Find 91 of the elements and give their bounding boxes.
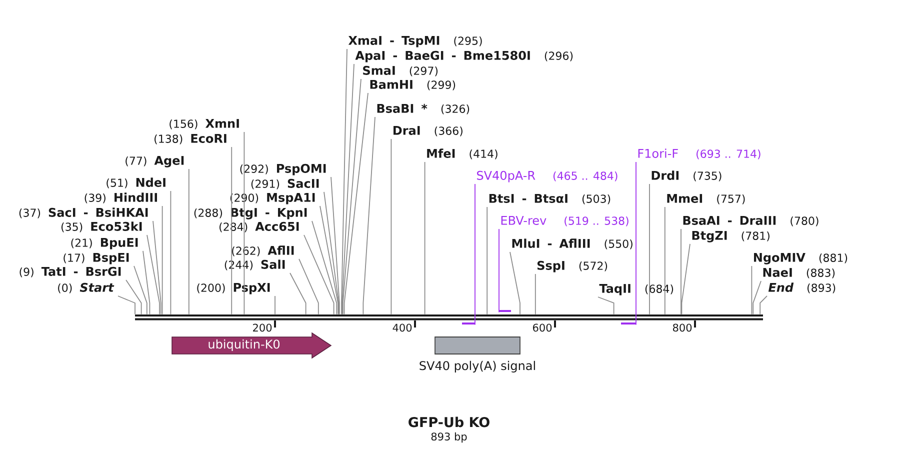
tick-label: 600 — [533, 324, 552, 332]
site-label: DrdI (735) — [652, 170, 722, 182]
leader-line — [274, 296, 276, 315]
leader-line — [312, 220, 338, 315]
leader-line — [664, 206, 666, 315]
site-label: (39) HindIII — [84, 192, 157, 204]
site-label: (156) XmnI — [170, 119, 239, 130]
leader-line — [362, 116, 376, 315]
site-label: MfeI (414) — [427, 148, 498, 160]
leader-line — [510, 252, 520, 315]
leader-line — [298, 258, 319, 315]
site-label: BtgZI (781) — [692, 231, 770, 242]
site-label: DraI (366) — [394, 126, 462, 136]
site-label: (290) MspA1I — [230, 193, 315, 204]
caption: 893 bp — [431, 432, 467, 443]
site-label: NaeI (883) — [763, 268, 835, 278]
feature-label: SV40 poly(A) signal — [420, 360, 535, 372]
site-label: (51) NdeI — [106, 178, 166, 188]
leader-line — [152, 220, 162, 315]
tick-label: 200 — [253, 324, 272, 332]
site-label: BamHI (299) — [370, 80, 456, 90]
site-label: (262) AflII — [232, 246, 294, 256]
site-label: (138) EcoRI — [154, 134, 226, 144]
leader-line — [681, 244, 690, 315]
site-label: BtsI - BtsαI (503) — [489, 194, 610, 204]
leader-line — [188, 168, 190, 315]
leader-line — [390, 138, 392, 315]
primer-label: EBV-rev (519 .. 538) — [501, 216, 628, 226]
site-label: SmaI (297) — [363, 66, 438, 76]
leader-line — [751, 266, 752, 315]
site-label: (37) SacI - BsiHKAI — [19, 208, 148, 218]
site-label: TaqII (684) — [599, 284, 674, 296]
leader-line — [324, 192, 340, 315]
feature-box — [434, 336, 520, 354]
site-label: (292) PspOMI — [240, 164, 326, 176]
leader-line — [134, 266, 148, 315]
leader-line — [498, 228, 500, 313]
site-label: (244) SalI — [224, 260, 285, 270]
site-label: SspI (572) — [537, 260, 608, 272]
site-label: (77) AgeI — [126, 156, 184, 168]
end-label: End (893) — [768, 282, 836, 294]
tick-label: 400 — [392, 324, 412, 332]
leader-line — [341, 48, 348, 315]
leader-line — [170, 190, 172, 315]
leader-line — [760, 296, 768, 315]
site-label: (9) TatI - BsrGI — [20, 266, 121, 278]
leader-line — [474, 184, 476, 326]
leader-line — [126, 280, 142, 315]
site-label: BsaAI - DraIII (780) — [683, 216, 818, 226]
site-label: NgoMIV (881) — [754, 253, 848, 264]
leader-line — [118, 296, 136, 315]
title: GFP-Ub KO — [408, 416, 490, 428]
primer-label: F1ori-F (693 .. 714) — [638, 148, 760, 160]
site-label: (284) Acc65I — [220, 222, 299, 232]
leader-line — [342, 64, 354, 315]
leader-line — [680, 228, 682, 315]
site-label: BsaBI * (326) — [377, 104, 470, 114]
leader-line — [752, 280, 762, 315]
leader-line — [244, 132, 245, 315]
dna-backbone — [135, 314, 763, 320]
primer-mark — [499, 310, 511, 312]
site-label: MmeI (757) — [667, 194, 745, 204]
end-label: (0) Start — [58, 282, 114, 294]
site-label: (17) BspEI — [64, 253, 129, 264]
leader-line — [534, 274, 536, 315]
tick-label: 800 — [672, 324, 692, 332]
leader-line — [649, 184, 650, 315]
site-label: MluI - AflIII (550) — [512, 238, 632, 250]
leader-line — [162, 206, 163, 315]
leader-line — [344, 92, 368, 315]
leader-line — [424, 162, 426, 315]
site-label: (35) Eco53kI — [61, 222, 142, 232]
primer-label: SV40pA-R (465 .. 484) — [477, 170, 618, 182]
leader-line — [146, 234, 160, 315]
leader-line — [320, 206, 338, 315]
site-label: XmaI - TspMI (295) — [348, 36, 482, 48]
leader-line — [330, 176, 340, 315]
site-label: (200) PspXI — [197, 283, 270, 294]
primer-mark — [462, 322, 475, 324]
leader-line — [142, 250, 150, 315]
site-label: (288) BtgI - KpnI — [194, 208, 307, 220]
leader-line — [304, 234, 334, 315]
site-label: (291) SacII — [251, 178, 319, 190]
site-label: ApaI - BaeGI - Bme1580I (296) — [355, 50, 573, 62]
leader-line — [486, 206, 488, 315]
leader-line — [598, 296, 614, 315]
leader-line — [342, 78, 362, 315]
leader-line — [231, 146, 232, 315]
site-label: (21) BpuEI — [71, 238, 138, 250]
leader-line — [290, 272, 306, 315]
primer-mark — [621, 322, 636, 324]
